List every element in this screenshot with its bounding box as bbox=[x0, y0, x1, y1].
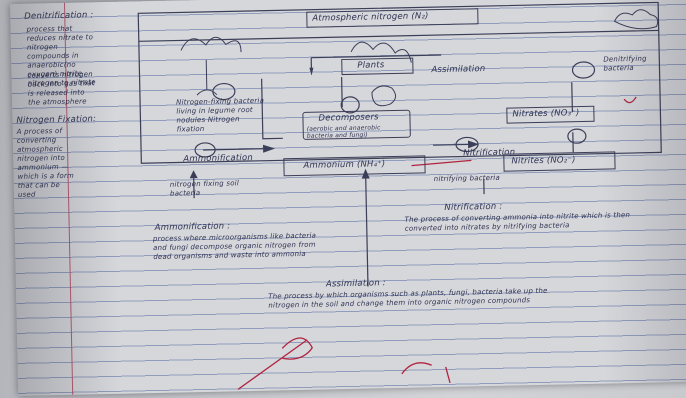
nitrification-def-heading: Nitrification : bbox=[444, 201, 503, 213]
ammonium-label: Ammonium (NH₄⁺) bbox=[303, 159, 386, 171]
nitrogen-cycle-diagram bbox=[137, 1, 662, 390]
nitrogen-fixing-roots-label: Nitrogen-fixing bacteria living in legum… bbox=[176, 96, 265, 134]
ammonification-def-heading: Ammonification : bbox=[154, 221, 231, 234]
notebook-page: Denitrification : process that reduces n… bbox=[10, 0, 686, 396]
soil-bacteria-label: nitrogen fixing soil bacteria bbox=[169, 179, 240, 198]
ammonification-def: process where microorganisms like bacter… bbox=[152, 231, 317, 262]
decomposers-label: Decomposers bbox=[318, 112, 379, 124]
nitrites-label: Nitrites (NO₂⁻) bbox=[511, 155, 576, 167]
decomposers-sub-label: (aerobic and anaerobic bacteria and fung… bbox=[306, 124, 381, 140]
denitrifying-bacteria-label: Denitrifying bacteria bbox=[603, 54, 647, 73]
ammonification-label: Ammonification bbox=[183, 152, 254, 165]
nitrifying-bacteria-label: nitrifying bacteria bbox=[433, 173, 500, 184]
assimilation-label: Assimilation bbox=[431, 64, 486, 76]
nitrates-label: Nitrates (NO₃⁻) bbox=[512, 108, 580, 120]
plants-label: Plants bbox=[357, 60, 385, 71]
assimilation-def-heading: Assimilation : bbox=[325, 278, 386, 290]
